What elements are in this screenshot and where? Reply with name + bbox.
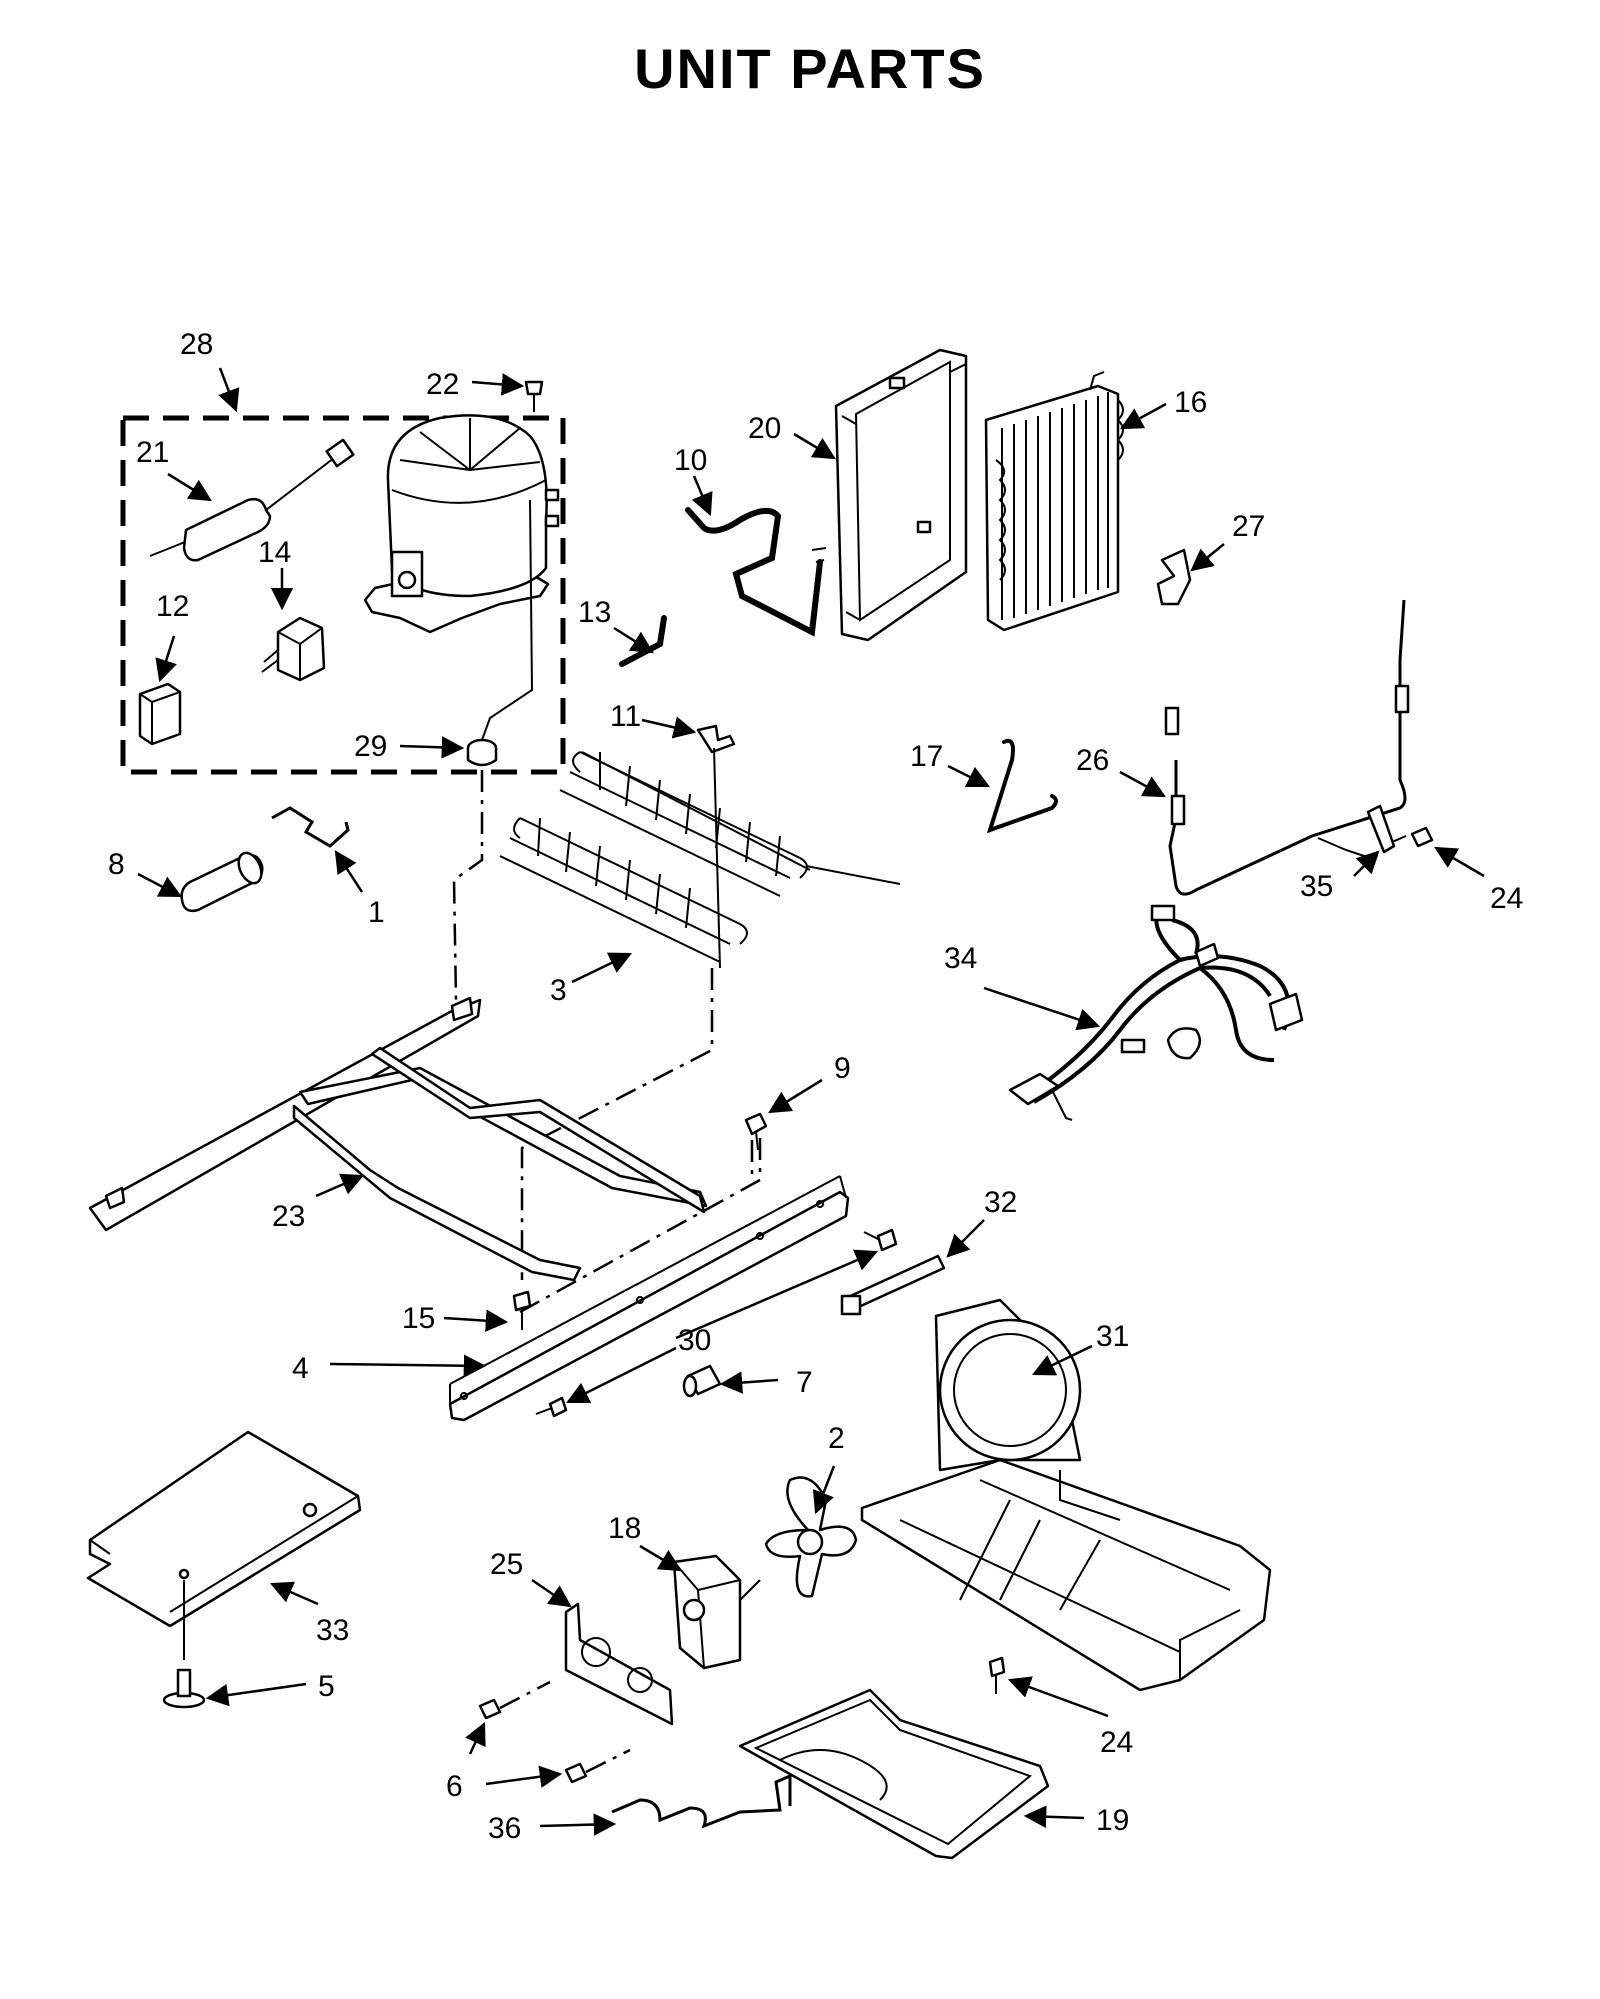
condenser-coil-part — [984, 371, 1124, 632]
callout-8: 8 — [108, 848, 125, 881]
callout-4: 4 — [292, 1352, 309, 1385]
callout-16: 16 — [1174, 386, 1207, 419]
callout-5: 5 — [318, 1670, 335, 1703]
drain-heater-36-part — [611, 1773, 792, 1829]
callout-labels: 28 22 21 14 12 29 20 10 16 27 13 11 17 2… — [108, 328, 1523, 1845]
callout-27: 27 — [1232, 510, 1265, 543]
overload-part — [261, 616, 326, 682]
callout-15: 15 — [402, 1302, 435, 1335]
callout-11: 11 — [610, 700, 641, 733]
callout-18: 18 — [608, 1512, 641, 1545]
callout-3: 3 — [550, 974, 567, 1007]
callout-29: 29 — [354, 730, 387, 763]
callout-24-top: 24 — [1490, 882, 1523, 915]
callout-1: 1 — [368, 896, 385, 929]
callout-19: 19 — [1096, 1804, 1129, 1837]
defrost-harness-part — [1164, 599, 1410, 896]
clip-27-part — [1156, 548, 1192, 606]
callout-22: 22 — [426, 368, 459, 401]
leader-arrows — [137, 367, 1485, 1836]
clip-11-part — [696, 724, 736, 754]
tube-13-part — [619, 615, 667, 667]
callout-20: 20 — [748, 412, 781, 445]
callout-14: 14 — [258, 536, 291, 569]
compressor-kit-outline — [120, 415, 566, 775]
callout-13: 13 — [578, 596, 611, 629]
start-relay-part — [138, 682, 182, 746]
cover-33-part — [86, 1430, 362, 1660]
drier-tube-part — [685, 507, 823, 637]
evaporator-part — [499, 747, 901, 969]
callout-10: 10 — [674, 444, 707, 477]
bracket-1-part — [271, 806, 350, 848]
callout-6: 6 — [446, 1770, 463, 1803]
screw-30-part — [535, 1228, 898, 1418]
callout-28: 28 — [180, 328, 213, 361]
screw-9-part — [744, 1112, 768, 1151]
callout-9: 9 — [834, 1052, 851, 1085]
base-pan-31-part — [860, 1298, 1272, 1692]
wire-17-part — [986, 738, 1058, 834]
callout-25: 25 — [490, 1548, 523, 1581]
compressor-part — [363, 414, 560, 634]
part-7 — [682, 1364, 722, 1398]
callout-21: 21 — [136, 436, 169, 469]
condenser-shroud-part — [834, 348, 968, 642]
callout-23: 23 — [272, 1200, 305, 1233]
part-8 — [180, 851, 264, 913]
callout-31: 31 — [1096, 1320, 1129, 1353]
fan-motor-18-part — [672, 1554, 761, 1670]
motor-bracket-25-part — [564, 1602, 674, 1726]
rail-4-part — [448, 1175, 850, 1422]
callout-34: 34 — [944, 942, 977, 975]
callout-36: 36 — [488, 1812, 521, 1845]
grommet-part — [466, 738, 498, 767]
assembly-guide-lines — [452, 770, 762, 1314]
screw-6-part — [478, 1680, 631, 1784]
leveling-foot-5-part — [162, 1668, 206, 1709]
callout-30: 30 — [678, 1324, 711, 1357]
drain-pan-19-part — [738, 1688, 1050, 1860]
callout-2: 2 — [828, 1422, 845, 1455]
callout-12: 12 — [156, 590, 189, 623]
relay-cord-part — [149, 438, 355, 562]
compressor-line — [481, 499, 534, 741]
wire-harness-part — [1008, 904, 1304, 1121]
callout-35: 35 — [1300, 870, 1333, 903]
callout-33: 33 — [316, 1614, 349, 1647]
screw-22-part — [524, 380, 544, 412]
callout-32: 32 — [984, 1186, 1017, 1219]
screw-15-part — [512, 1290, 532, 1330]
bracket-35-part — [1366, 804, 1396, 854]
callout-7: 7 — [796, 1366, 813, 1399]
page-title: UNIT PARTS — [634, 37, 986, 100]
callout-17: 17 — [910, 740, 943, 773]
callout-26: 26 — [1076, 744, 1109, 777]
frame-23-part — [88, 996, 708, 1282]
callout-24-bottom: 24 — [1100, 1726, 1133, 1759]
tube-end-mark — [811, 547, 827, 563]
screw-24-bottom-part — [988, 1656, 1006, 1694]
fan-blade-2-part — [764, 1476, 858, 1598]
part-32 — [840, 1254, 946, 1316]
screw-24-top-part — [1391, 826, 1434, 848]
